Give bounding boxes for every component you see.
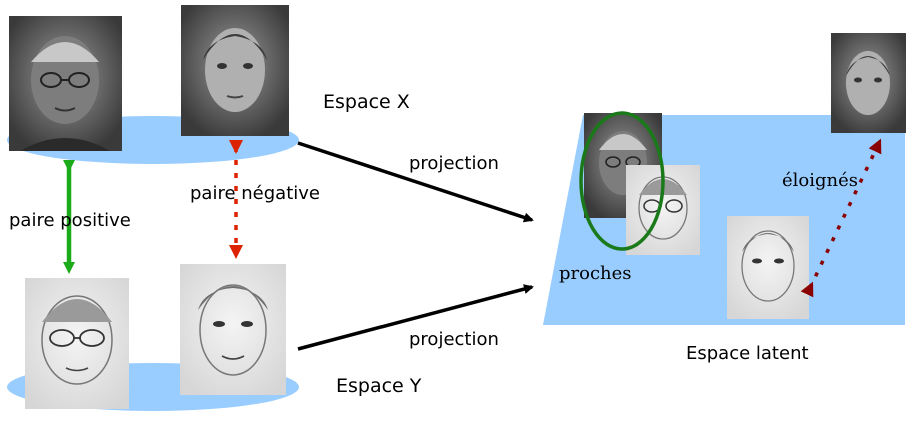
latent-photo-woman-image: [831, 33, 906, 133]
sketch-man-image: [180, 264, 286, 395]
far-pair-arrow: [800, 138, 882, 298]
projection-bottom-label: projection: [409, 329, 499, 350]
positive-pair-label: paire positive: [9, 210, 131, 231]
projection-arrow-top: [297, 141, 534, 223]
latent-sketch-man-image: [727, 216, 809, 319]
space-x-label: Espace X: [323, 91, 410, 113]
space-y-label: Espace Y: [336, 375, 422, 397]
negative-pair-label: paire négative: [190, 183, 320, 204]
latent-sketch-man-glasses-image: [626, 165, 700, 255]
photo-woman-image: [181, 5, 289, 136]
projection-arrow-bottom: [297, 284, 534, 351]
close-pair-ellipse: [579, 111, 665, 251]
close-label: proches: [559, 263, 632, 284]
photo-man-image: [9, 16, 122, 151]
far-label: éloignés: [782, 170, 858, 191]
latent-space-label: Espace latent: [686, 343, 809, 364]
sketch-man-glasses-image: [25, 278, 129, 409]
projection-top-label: projection: [409, 153, 499, 174]
